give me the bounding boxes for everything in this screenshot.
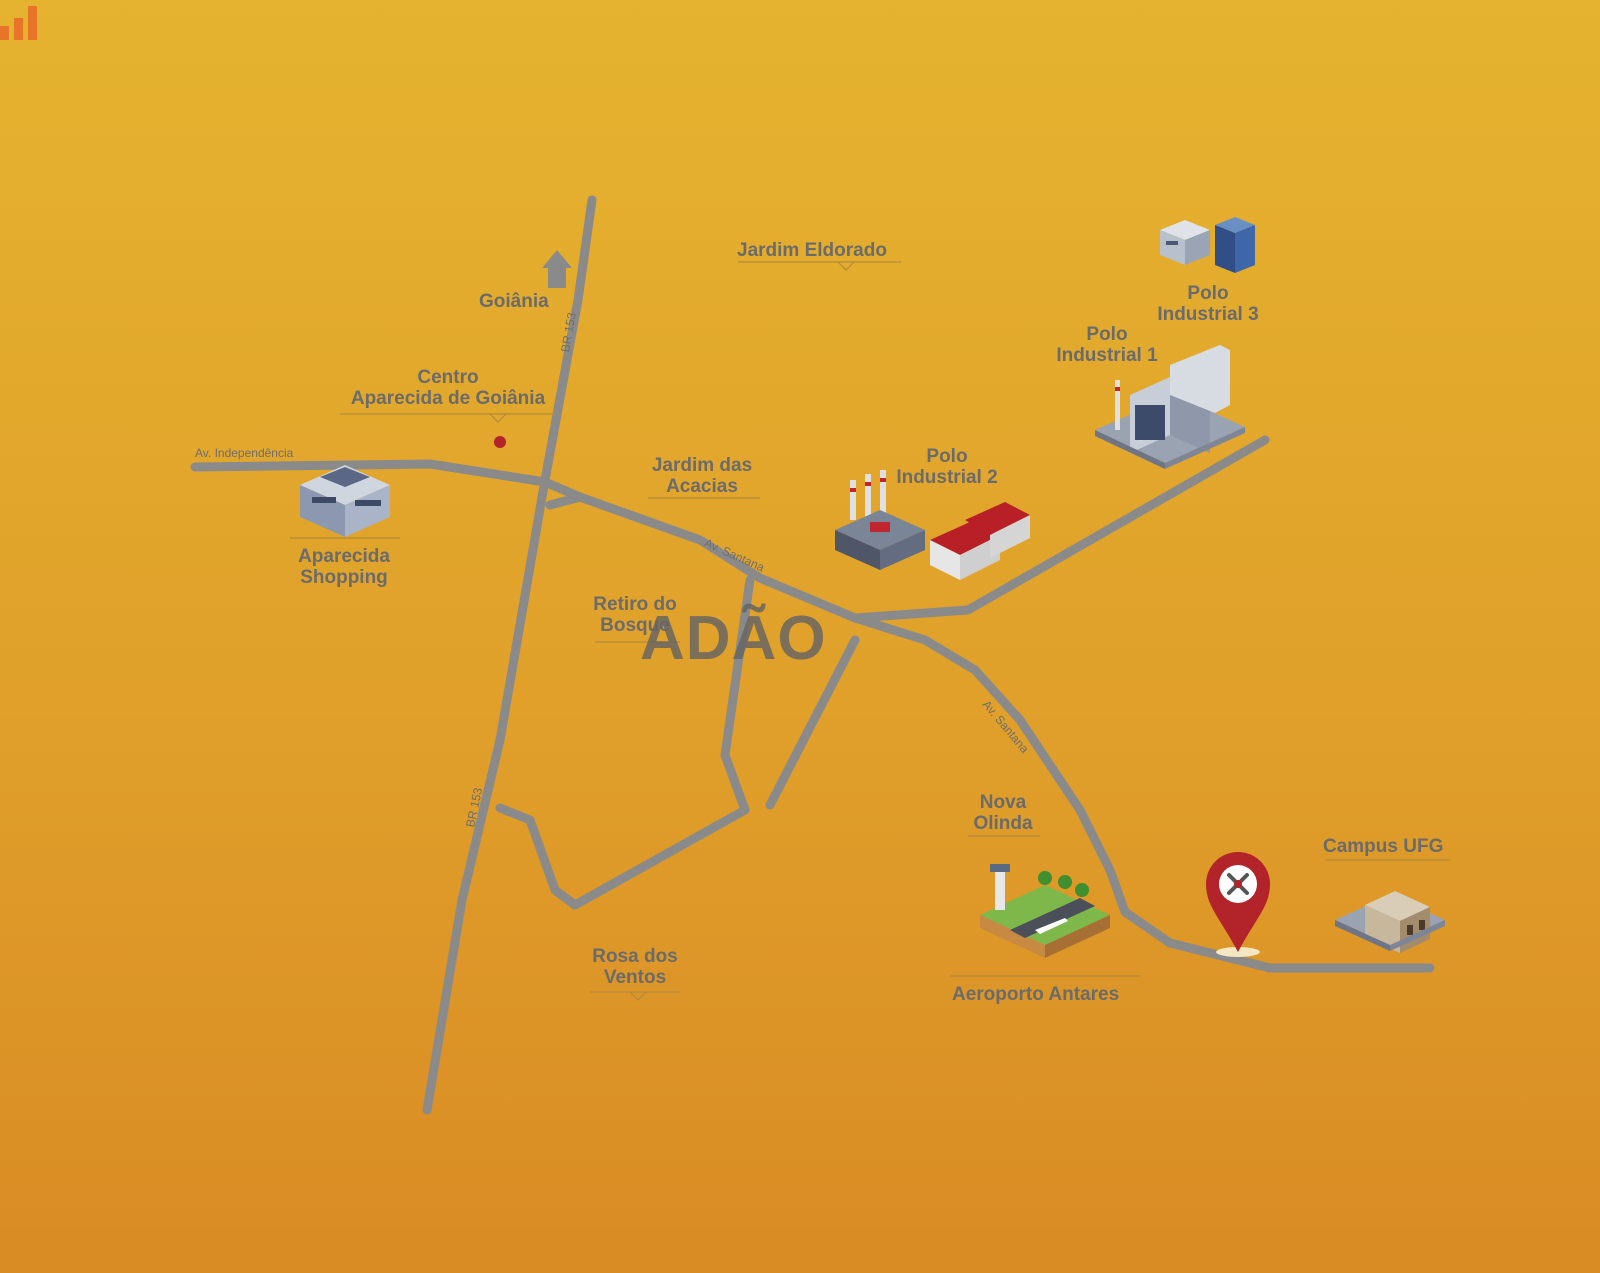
label-nova-olinda-line1: Nova	[979, 792, 1027, 813]
label-rosa-dos-ventos-line2: Ventos	[603, 967, 667, 988]
label-jardim-eldorado: Jardim Eldorado	[737, 240, 887, 261]
campus-building-icon	[1335, 891, 1445, 953]
brand-logo: ADÃO	[640, 604, 827, 673]
shopping-building-icon	[300, 465, 390, 537]
label-retiro-do-bosque-line1: Retiro do	[593, 594, 677, 615]
road-connector	[545, 492, 585, 510]
label-centro-line1: Centro	[417, 367, 479, 388]
road-label-av-independencia: Av. Independência	[195, 446, 294, 460]
label-nova-olinda-line2: Olinda	[973, 813, 1033, 834]
road-east-branch	[850, 435, 1270, 623]
airport-icon	[980, 864, 1110, 958]
label-jardim-das-acacias: Jardim das Acacias	[642, 455, 762, 497]
industrial-complex-icon	[1095, 345, 1245, 469]
label-goiania: Goiânia	[479, 291, 549, 312]
label-aparecida-shopping: Aparecida Shopping	[284, 546, 404, 588]
warehouse-icon	[930, 502, 1030, 580]
label-jardim-das-acacias-line2: Acacias	[666, 476, 738, 497]
label-polo-industrial-3-line1: Polo	[1187, 283, 1229, 304]
label-nova-olinda: Nova Olinda	[953, 792, 1053, 834]
label-polo-industrial-1-line2: Industrial 1	[1056, 345, 1158, 366]
label-jardim-das-acacias-line1: Jardim das	[651, 455, 753, 476]
label-polo-industrial-3: Polo Industrial 3	[1143, 283, 1273, 325]
label-retiro-do-bosque: Retiro do Bosque	[580, 594, 690, 636]
label-polo-industrial-2-line2: Industrial 2	[896, 467, 998, 488]
label-centro: Centro Aparecida de Goiânia	[337, 367, 559, 409]
label-rosa-dos-ventos-line1: Rosa dos	[592, 946, 678, 967]
label-aeroporto-antares: Aeroporto Antares	[952, 984, 1120, 1005]
brand-logo-bars-icon	[0, 6, 37, 40]
label-centro-line2: Aparecida de Goiânia	[350, 388, 546, 409]
label-retiro-do-bosque-line2: Bosque	[600, 615, 670, 636]
factory-icon	[835, 470, 925, 570]
road-av-independencia	[190, 459, 1435, 973]
office-buildings-icon	[1160, 217, 1255, 273]
label-aparecida-shopping-line2: Shopping	[300, 567, 388, 588]
label-rosa-dos-ventos: Rosa dos Ventos	[580, 946, 690, 988]
label-polo-industrial-1-line1: Polo	[1086, 324, 1128, 345]
label-campus-ufg: Campus UFG	[1323, 836, 1444, 857]
arrow-up-icon	[542, 250, 572, 288]
location-pin-icon	[1206, 852, 1270, 957]
label-polo-industrial-2: Polo Industrial 2	[882, 446, 1012, 488]
label-polo-industrial-2-line1: Polo	[926, 446, 968, 467]
label-polo-industrial-3-line2: Industrial 3	[1157, 304, 1259, 325]
road-inner-1	[495, 575, 755, 910]
label-underlines	[290, 261, 1450, 1001]
roads	[190, 195, 1435, 1115]
label-polo-industrial-1: Polo Industrial 1	[1042, 324, 1172, 366]
centro-marker-icon	[494, 436, 506, 448]
road-inner-2	[765, 635, 860, 810]
label-aparecida-shopping-line1: Aparecida	[298, 546, 390, 567]
